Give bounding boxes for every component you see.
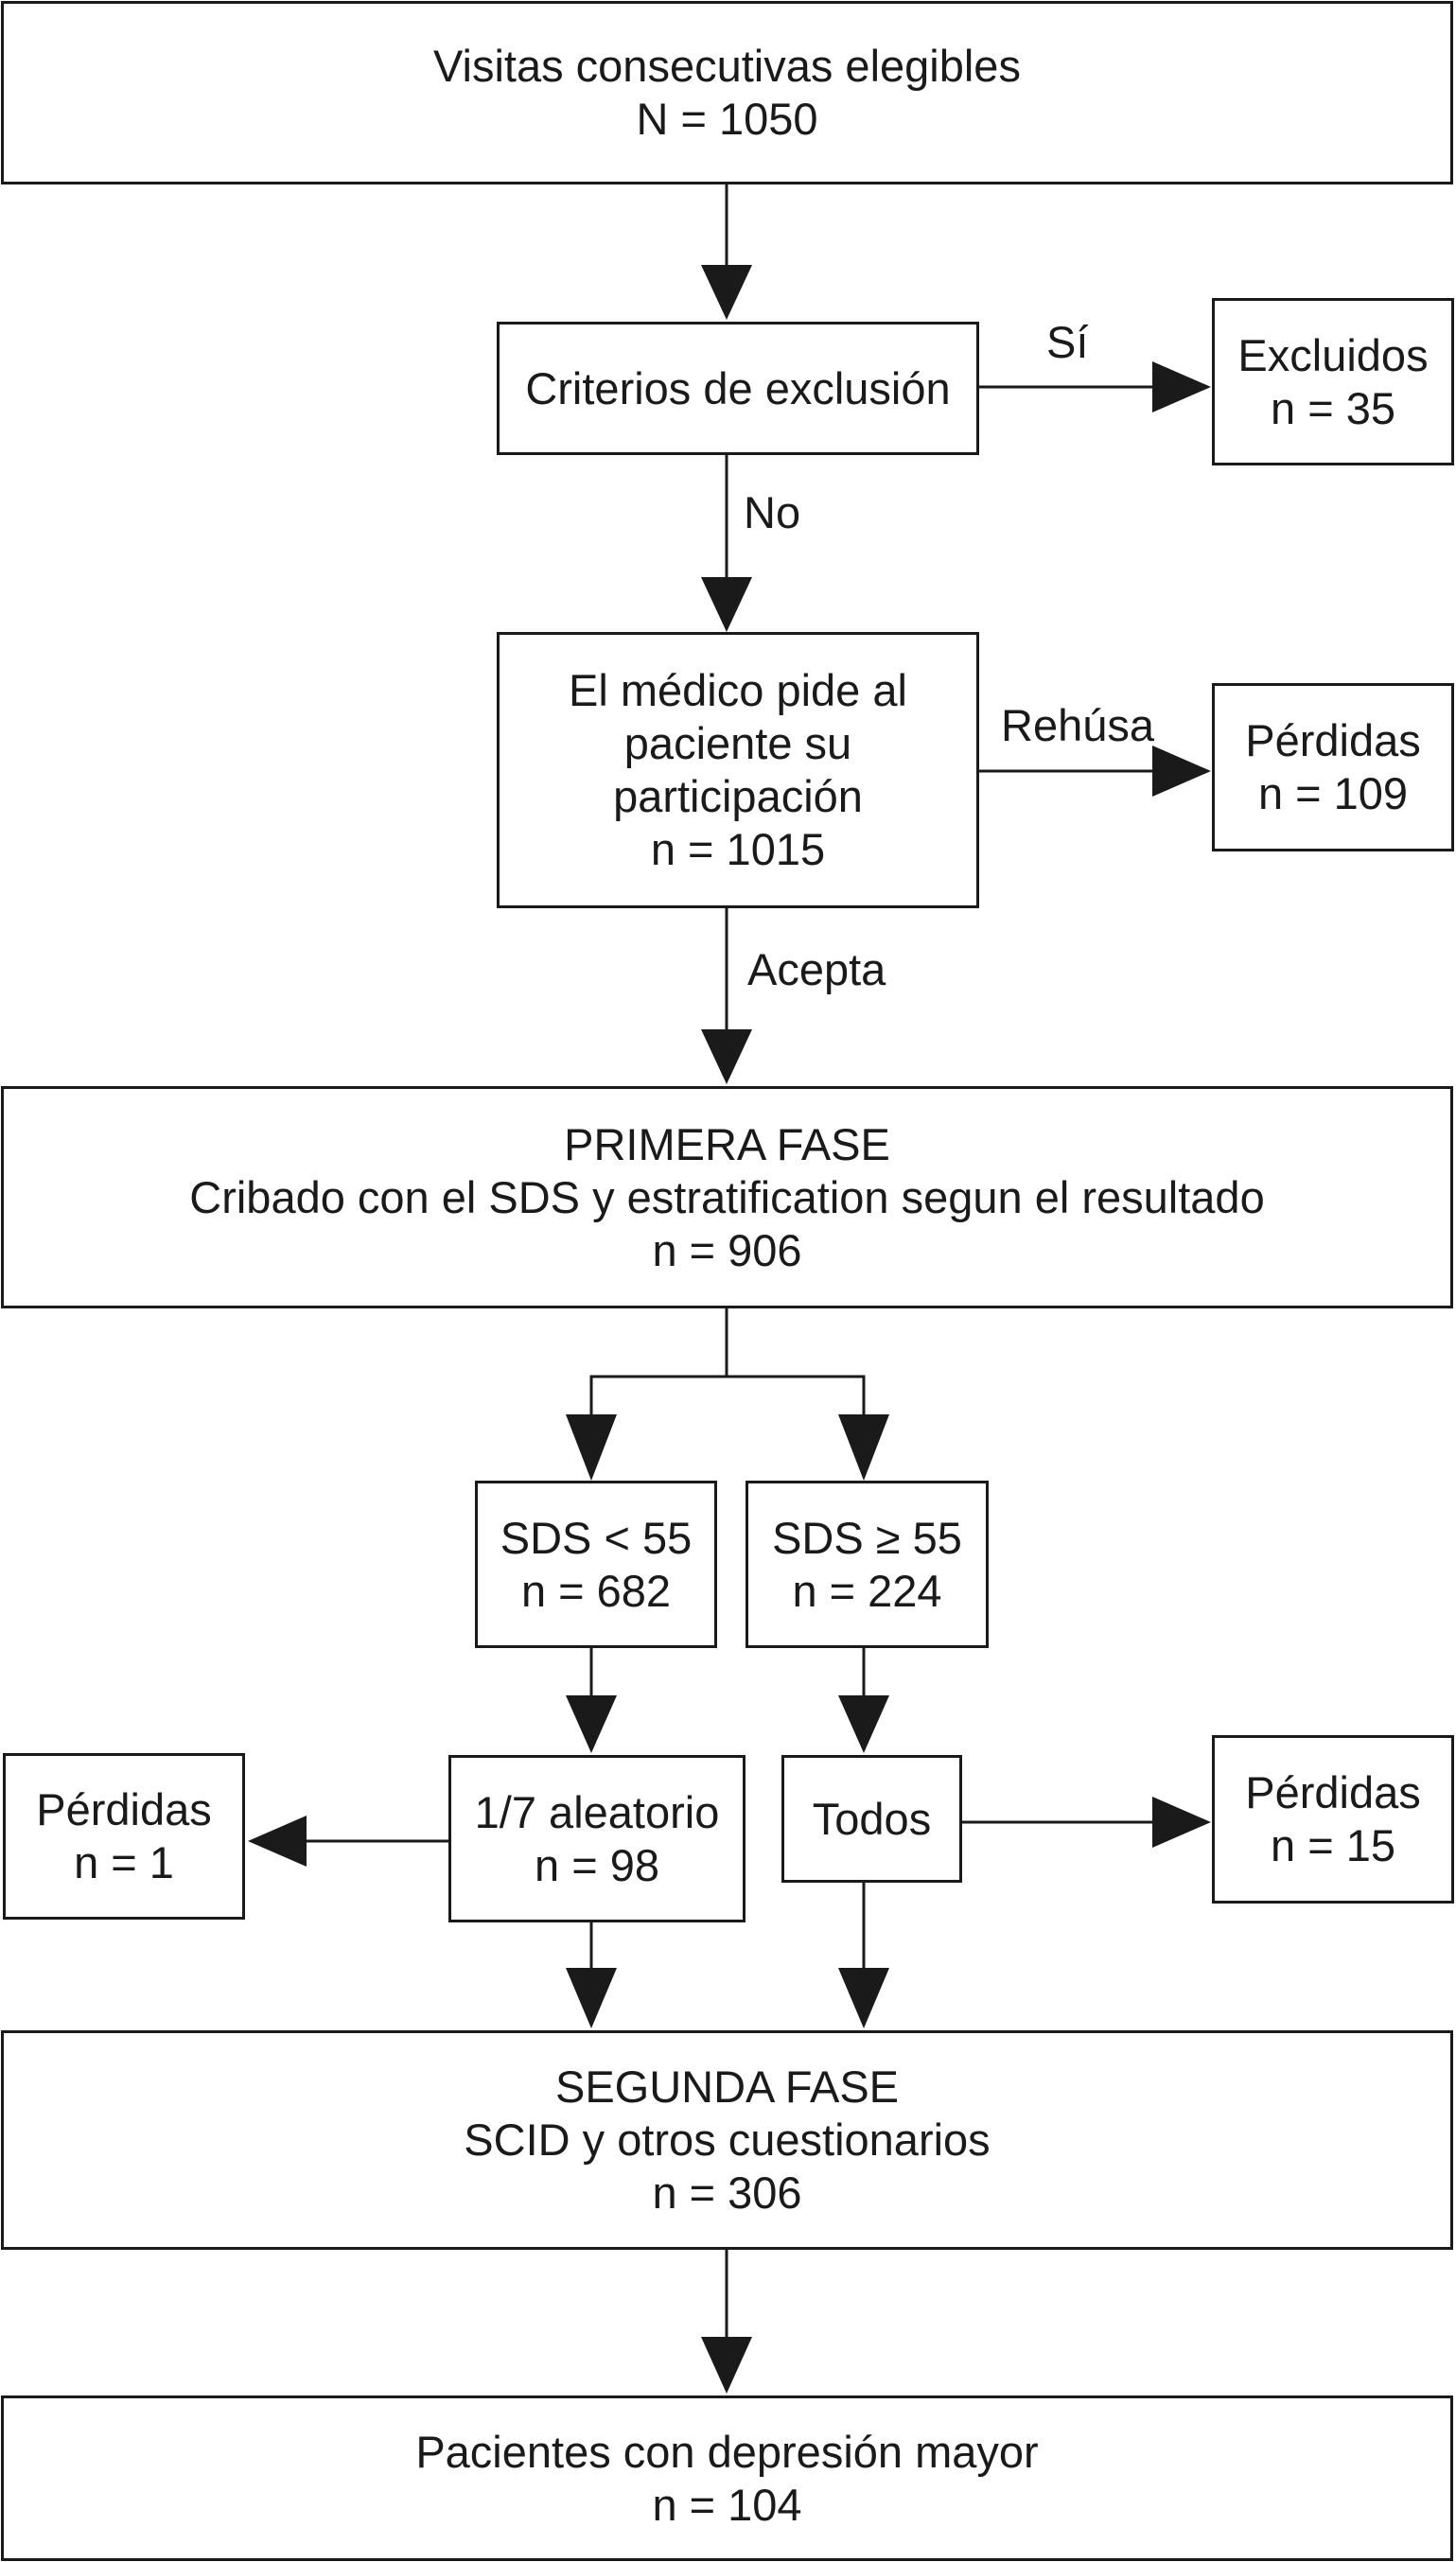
all-title: Todos [812, 1793, 932, 1844]
arrowhead [1152, 361, 1211, 412]
second-phase-box: SEGUNDA FASE SCID y otros cuestionarios … [1, 2030, 1453, 2250]
major-depression-count: n = 104 [652, 2479, 802, 2530]
eligible-count: N = 1050 [636, 94, 818, 144]
random-title: 1/7 aleatorio [474, 1786, 720, 1837]
lost-refused-title: Pérdidas [1245, 715, 1421, 765]
random-one-seventh-box: 1/7 aleatorio n = 98 [448, 1755, 746, 1922]
edge-label-accepts: Acepta [747, 944, 886, 994]
arrowhead [838, 1695, 889, 1753]
sds-55-or-more-title: SDS ≥ 55 [772, 1512, 962, 1563]
arrowhead [701, 577, 752, 632]
arrowhead [1152, 1797, 1211, 1848]
arrowhead [701, 265, 752, 320]
lost-left-count: n = 1 [74, 1837, 174, 1887]
exclusion-criteria-box: Criterios de exclusión [497, 322, 979, 455]
arrowhead [248, 1816, 307, 1867]
arrowhead [1152, 746, 1211, 797]
arrowhead [566, 1695, 617, 1753]
random-count: n = 98 [535, 1839, 659, 1890]
major-depression-title: Pacientes con depresión mayor [415, 2426, 1039, 2477]
exclusion-title: Criterios de exclusión [525, 362, 951, 413]
first-phase-title: PRIMERA FASE [564, 1118, 890, 1169]
excluded-count: n = 35 [1271, 382, 1395, 433]
sds-55-or-more-box: SDS ≥ 55 n = 224 [746, 1481, 989, 1648]
arrowhead [838, 1414, 889, 1481]
second-phase-count: n = 306 [652, 2167, 802, 2218]
arrowhead [566, 1414, 617, 1481]
lost-left-title: Pérdidas [36, 1784, 212, 1834]
eligible-title: Visitas consecutivas elegibles [433, 41, 1021, 91]
edge-label-refuses: Rehúsa [1001, 700, 1154, 750]
first-phase-count: n = 906 [652, 1224, 802, 1275]
sds-below-55-box: SDS < 55 n = 682 [475, 1481, 717, 1648]
lost-left-box: Pérdidas n = 1 [3, 1753, 245, 1920]
second-phase-description: SCID y otros cuestionarios [464, 2115, 991, 2165]
lost-right-title: Pérdidas [1245, 1767, 1421, 1817]
lost-right-count: n = 15 [1271, 1820, 1395, 1870]
arrowhead [701, 1029, 752, 1084]
major-depression-box: Pacientes con depresión mayor n = 104 [1, 2395, 1453, 2561]
edge-label-yes: Sí [1046, 317, 1089, 367]
edge-label-no: No [744, 487, 801, 537]
asks-line-2: paciente su [623, 718, 852, 768]
asks-line-1: El médico pide al [569, 665, 907, 715]
first-phase-box: PRIMERA FASE Cribado con el SDS y estrat… [1, 1086, 1453, 1308]
sds-below-55-count: n = 682 [520, 1565, 672, 1616]
sds-55-or-more-count: n = 224 [792, 1565, 942, 1616]
first-phase-description: Cribado con el SDS y estratification seg… [189, 1171, 1265, 1222]
asks-count: n = 1015 [650, 824, 826, 874]
lost-refused-box: Pérdidas n = 109 [1212, 683, 1454, 851]
arrowhead [838, 1968, 889, 2028]
lost-refused-count: n = 109 [1257, 768, 1409, 818]
sds-below-55-title: SDS < 55 [500, 1512, 693, 1563]
excluded-title: Excluidos [1237, 329, 1429, 380]
arrowhead [566, 1968, 617, 2028]
physician-asks-box: El médico pide al paciente su participac… [497, 632, 979, 908]
asks-line-3: participación [613, 771, 863, 821]
eligible-visits-box: Visitas consecutivas elegibles N = 1050 [1, 1, 1453, 184]
branch-phase1-split-right [727, 1375, 866, 1414]
branch-phase1-split [589, 1308, 728, 1414]
arrowhead [701, 2337, 752, 2394]
second-phase-title: SEGUNDA FASE [554, 2062, 900, 2112]
lost-right-box: Pérdidas n = 15 [1212, 1735, 1454, 1904]
excluded-box: Excluidos n = 35 [1212, 298, 1454, 465]
all-patients-box: Todos [781, 1755, 962, 1883]
